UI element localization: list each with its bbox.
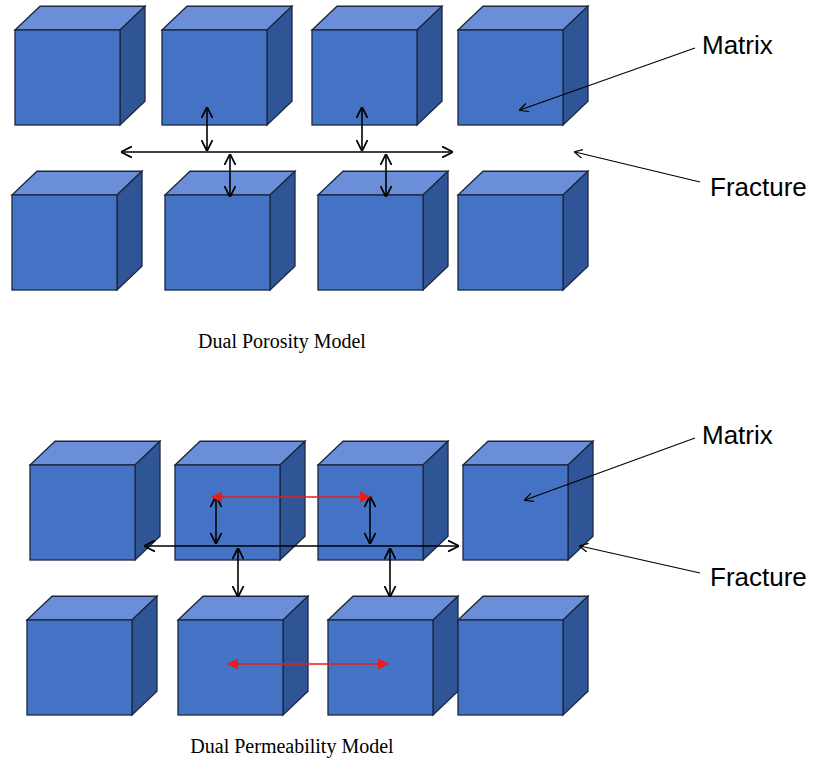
leader-line — [580, 546, 700, 573]
cube-front — [458, 30, 563, 125]
exchange-arrow — [215, 497, 217, 543]
leader-line — [575, 152, 700, 182]
cube-front — [178, 620, 283, 715]
cube-side — [563, 6, 588, 125]
part-label: Matrix — [702, 30, 773, 61]
cube-side — [135, 441, 160, 560]
cube-side — [283, 596, 308, 715]
matrix-cube — [178, 596, 308, 715]
matrix-cube — [162, 6, 292, 125]
matrix-cube — [328, 596, 458, 715]
matrix-cube — [318, 441, 448, 560]
exchange-arrow — [385, 155, 387, 196]
cube-front — [15, 30, 120, 125]
model-caption: Dual Porosity Model — [198, 330, 366, 353]
cube-front — [458, 195, 563, 290]
cube-side — [563, 171, 588, 290]
matrix-cube — [15, 6, 145, 125]
cube-front — [162, 30, 267, 125]
exchange-arrow — [389, 549, 391, 596]
cube-front — [12, 195, 117, 290]
cube-side — [423, 171, 448, 290]
cube-side — [433, 596, 458, 715]
fracture-flow-arrow — [122, 151, 452, 153]
matrix-cube — [463, 441, 593, 560]
cube-side — [120, 6, 145, 125]
exchange-arrow — [206, 108, 208, 150]
leader-line — [525, 438, 695, 500]
exchange-arrow — [229, 155, 231, 196]
cube-side — [568, 441, 593, 560]
part-label: Matrix — [702, 420, 773, 451]
cube-side — [267, 6, 292, 125]
part-label: Fracture — [710, 172, 807, 203]
cube-front — [312, 30, 417, 125]
fracture-flow-arrow — [145, 545, 458, 547]
leader-line — [520, 48, 695, 110]
matrix-flow-arrow — [212, 496, 370, 498]
cube-front — [165, 195, 270, 290]
cube-side — [280, 441, 305, 560]
cube-front — [30, 465, 135, 560]
matrix-cube — [30, 441, 160, 560]
matrix-cube — [175, 441, 305, 560]
matrix-flow-arrow — [228, 663, 388, 665]
exchange-arrow — [237, 549, 239, 596]
matrix-cube — [318, 171, 448, 290]
cube-front — [328, 620, 433, 715]
cube-side — [270, 171, 295, 290]
cube-front — [458, 620, 563, 715]
cube-side — [423, 441, 448, 560]
cube-front — [27, 620, 132, 715]
part-label: Fracture — [710, 562, 807, 593]
matrix-cube — [312, 6, 442, 125]
matrix-cube — [458, 171, 588, 290]
cube-front — [318, 195, 423, 290]
matrix-cube — [12, 171, 142, 290]
cube-front — [463, 465, 568, 560]
matrix-cube — [27, 596, 157, 715]
matrix-cube — [458, 596, 588, 715]
cube-side — [417, 6, 442, 125]
cube-side — [132, 596, 157, 715]
matrix-cube — [458, 6, 588, 125]
cube-side — [563, 596, 588, 715]
cube-side — [117, 171, 142, 290]
exchange-arrow — [361, 108, 363, 150]
model-caption: Dual Permeability Model — [190, 735, 393, 758]
exchange-arrow — [369, 497, 371, 543]
